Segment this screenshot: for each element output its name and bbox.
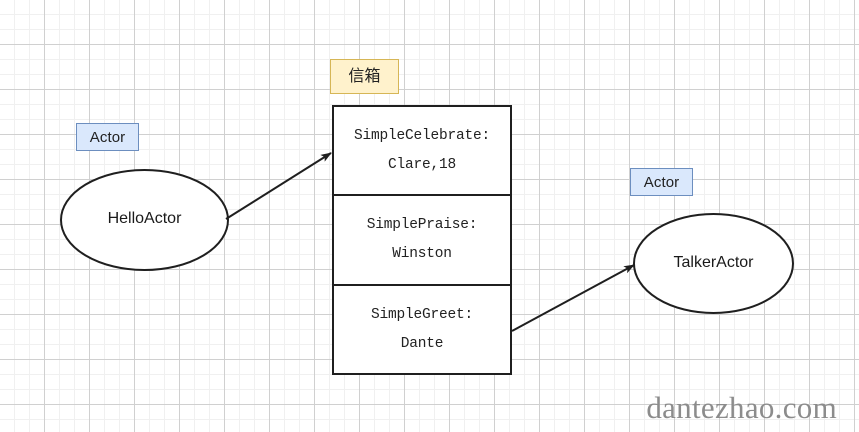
stereotype-tag-hello-actor-label: Actor — [89, 128, 126, 146]
stereotype-tag-hello-actor[interactable]: Actor — [76, 123, 139, 151]
mailbox-message-type: SimpleGreet: — [370, 306, 474, 323]
stereotype-tag-talker-actor[interactable]: Actor — [630, 168, 693, 196]
stereotype-tag-mailbox[interactable]: 信箱 — [330, 59, 399, 94]
mailbox-message-row[interactable]: SimplePraise: Winston — [334, 196, 510, 286]
mailbox-message-value: Dante — [400, 335, 444, 352]
mailbox-message-type: SimpleCelebrate: — [353, 128, 491, 145]
mailbox-message-type: SimplePraise: — [366, 217, 478, 234]
mailbox-container[interactable]: SimpleCelebrate: Clare,18 SimplePraise: … — [332, 105, 512, 375]
mailbox-message-row[interactable]: SimpleGreet: Dante — [334, 286, 510, 373]
mailbox-message-value: Clare,18 — [387, 157, 456, 174]
watermark-text: dantezhao.com — [646, 390, 837, 425]
mailbox-message-value: Winston — [392, 246, 452, 263]
mailbox-message-row[interactable]: SimpleCelebrate: Clare,18 — [334, 107, 510, 197]
hello-actor-ellipse[interactable] — [60, 169, 229, 271]
stereotype-tag-mailbox-label: 信箱 — [348, 67, 381, 85]
edge-mailbox-to-talker-actor[interactable] — [511, 264, 635, 332]
edge-hello-actor-to-mailbox[interactable] — [225, 152, 332, 220]
talker-actor-ellipse[interactable] — [633, 213, 794, 314]
stereotype-tag-talker-actor-label: Actor — [643, 173, 680, 191]
